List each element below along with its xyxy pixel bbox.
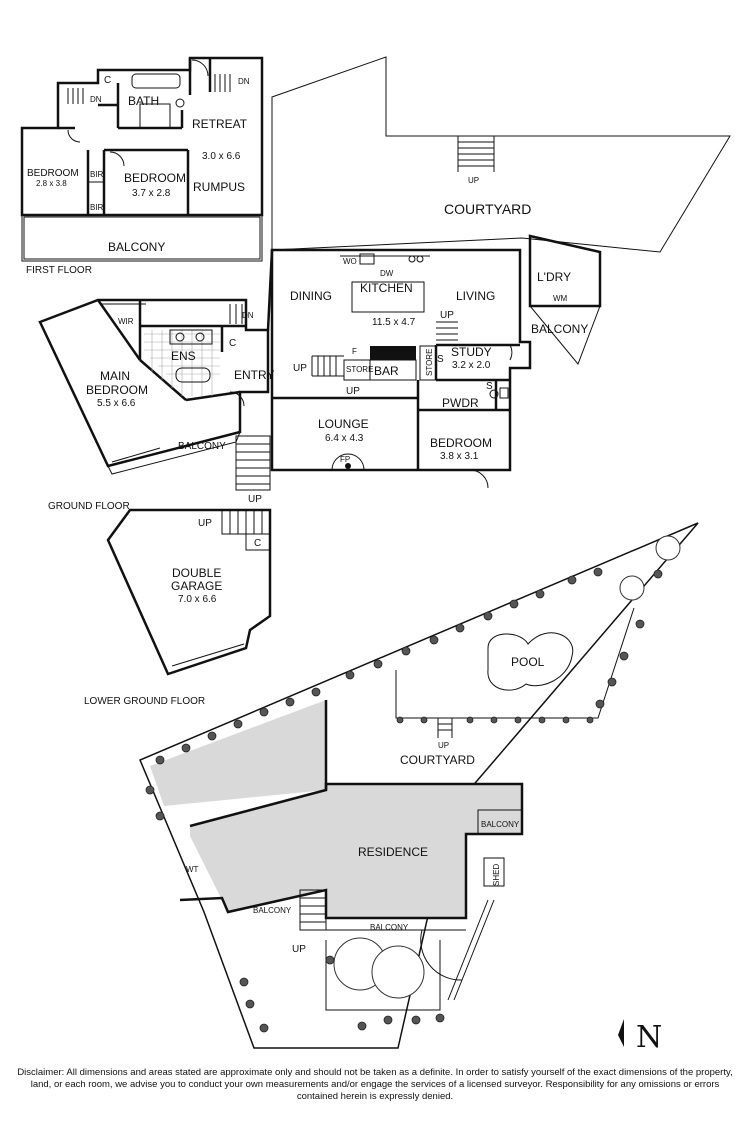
site-up-label: UP	[292, 944, 306, 955]
lounge-dim: 6.4 x 4.3	[325, 433, 364, 444]
main-bedroom-label-2: BEDROOM	[86, 383, 148, 397]
ground-up-label-2: UP	[293, 363, 307, 374]
bir-label-2: BIR	[90, 203, 104, 212]
first-bedroom-mid-dim: 3.7 x 2.8	[132, 188, 171, 199]
top-courtyard-label: COURTYARD	[444, 201, 531, 217]
ground-c-label: C	[229, 338, 236, 349]
disclaimer-text: Disclaimer: All dimensions and areas sta…	[17, 1067, 733, 1102]
kitchen-dim: 11.5 x 4.7	[372, 317, 416, 328]
bath-label: BATH	[128, 94, 159, 108]
study-label: STUDY	[451, 345, 492, 359]
first-bedroom-left-label: BEDROOM	[27, 168, 79, 179]
ground-floor-plan: DINING KITCHEN 11.5 x 4.7 LIVING WO DW L…	[38, 234, 602, 512]
s-label-2: S	[486, 381, 493, 392]
store-label-1: STORE	[346, 365, 373, 374]
store-label-2: STORE	[425, 349, 434, 376]
ground-up-label-4: UP	[440, 310, 454, 321]
first-bedroom-left-dim: 2.8 x 3.8	[36, 179, 67, 188]
garage-label-1: DOUBLE	[172, 566, 221, 580]
pool-label: POOL	[511, 655, 545, 669]
bar-label: BAR	[374, 364, 399, 378]
residence-label: RESIDENCE	[358, 845, 428, 859]
pwdr-label: PWDR	[442, 396, 479, 410]
first-floor-plan: BEDROOM 2.8 x 3.8 BEDROOM 3.7 x 2.8 BATH…	[20, 56, 264, 276]
retreat-dim: 3.0 x 6.6	[202, 151, 241, 162]
fp-label: FP	[340, 455, 350, 464]
main-bedroom-label-1: MAIN	[100, 369, 130, 383]
site-balcony-bottom-label: BALCONY	[370, 923, 409, 932]
retreat-label: RETREAT	[192, 117, 248, 131]
f-label: F	[352, 347, 357, 356]
shed-label: SHED	[492, 864, 501, 886]
garage-dim: 7.0 x 6.6	[178, 594, 217, 605]
north-arrow-icon: N	[618, 1019, 662, 1055]
s-label-1: S	[437, 354, 444, 365]
study-dim: 3.2 x 2.0	[452, 360, 491, 371]
ground-balcony-left-label: BALCONY	[178, 441, 226, 452]
first-dn-label-1: DN	[90, 95, 102, 104]
ground-up-label-3: UP	[346, 386, 360, 397]
lower-ground-floor-plan: UP C DOUBLE GARAGE 7.0 x 6.6 LOWER GROUN…	[84, 508, 272, 707]
site-balcony-right-label: BALCONY	[481, 820, 520, 829]
first-c-label: C	[104, 75, 111, 86]
site-courtyard-up-label: UP	[438, 741, 449, 750]
first-floor-title: FIRST FLOOR	[26, 265, 92, 276]
top-up-label: UP	[468, 176, 479, 185]
ens-label: ENS	[171, 349, 196, 363]
ground-dn-label: DN	[242, 311, 254, 320]
living-label: LIVING	[456, 289, 495, 303]
wir-label: WIR	[118, 317, 134, 326]
main-bedroom-dim: 5.5 x 6.6	[97, 398, 136, 409]
ground-floor-title: GROUND FLOOR	[48, 501, 130, 512]
site-courtyard-label: COURTYARD	[400, 753, 475, 767]
first-bedroom-mid-label: BEDROOM	[124, 171, 186, 185]
wo-label: WO	[343, 257, 357, 266]
first-balcony-label: BALCONY	[108, 240, 165, 254]
rumpus-label: RUMPUS	[193, 180, 245, 194]
garage-label-2: GARAGE	[171, 579, 222, 593]
wm-label: WM	[553, 294, 568, 303]
lower-ground-floor-title: LOWER GROUND FLOOR	[84, 696, 205, 707]
dw-label: DW	[380, 269, 394, 278]
ground-up-label-1: UP	[248, 494, 262, 505]
lounge-label: LOUNGE	[318, 417, 369, 431]
north-label: N	[636, 1020, 662, 1053]
site-plan: POOL UP COURTYARD RESIDENCE BALCONY SHED…	[139, 522, 699, 1049]
kitchen-label: KITCHEN	[360, 281, 413, 295]
site-balcony-left-label: BALCONY	[253, 906, 292, 915]
top-courtyard: UP COURTYARD	[271, 56, 731, 253]
dining-label: DINING	[290, 289, 332, 303]
wt-label: WT	[186, 865, 199, 874]
ground-bedroom-dim: 3.8 x 3.1	[440, 451, 479, 462]
north-arrow: N	[614, 1013, 674, 1055]
lower-up-label: UP	[198, 518, 212, 529]
entry-label: ENTRY	[234, 368, 274, 382]
laundry-label: L'DRY	[537, 270, 571, 284]
lower-c-label: C	[254, 538, 261, 549]
bir-label-1: BIR	[90, 170, 104, 179]
ground-bedroom-label: BEDROOM	[430, 436, 492, 450]
ground-balcony-right-label: BALCONY	[531, 322, 588, 336]
first-dn-label-2: DN	[238, 77, 250, 86]
